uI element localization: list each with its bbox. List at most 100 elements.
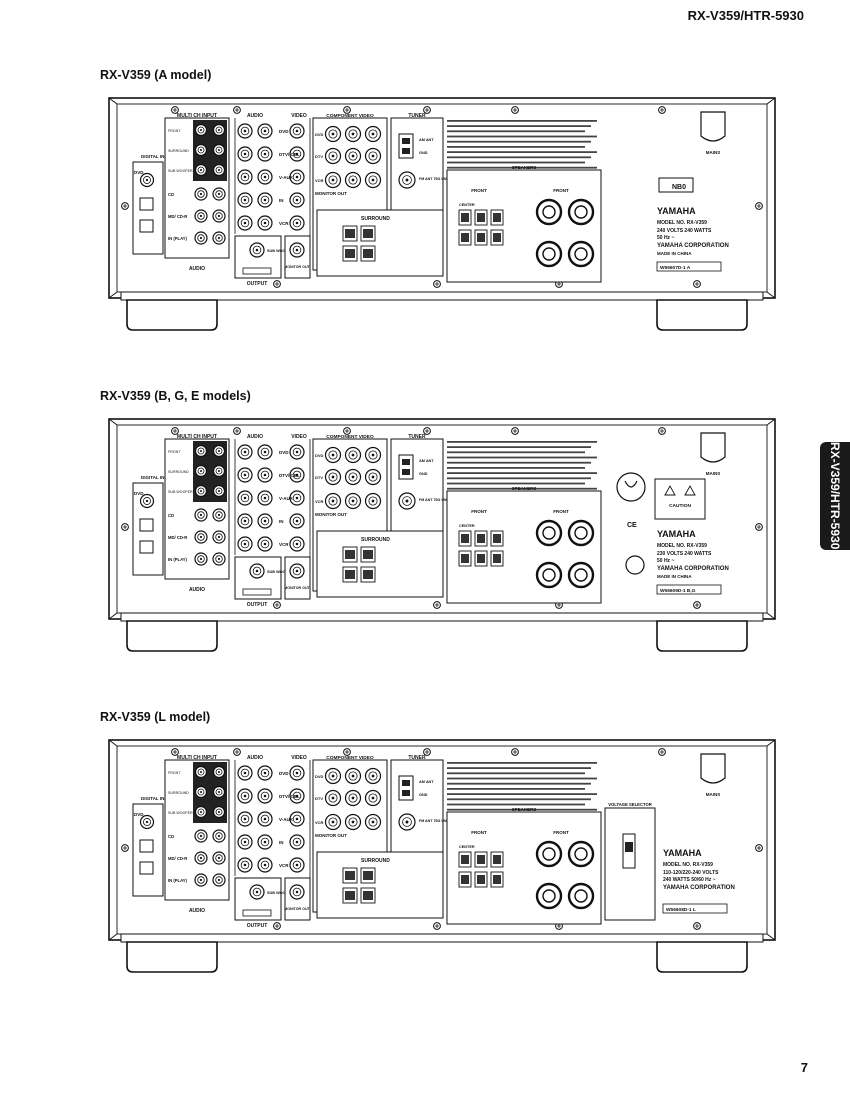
rca-jack-ring (292, 172, 302, 182)
rca-jack-ring (292, 149, 302, 159)
audio-row-label: CD (168, 192, 174, 197)
rca-jack-ring (215, 511, 223, 519)
rca-jack-pin (199, 192, 203, 196)
rca-jack-pin (371, 132, 375, 136)
caution-label (654, 478, 706, 520)
video-row-label: DTV/ CBL (279, 152, 300, 157)
screw-slot (123, 525, 127, 529)
rca-jack-pin (295, 496, 299, 500)
voltage-selector-label: VOLTAGE SELECTOR (608, 802, 652, 807)
screw-slot (435, 282, 439, 286)
rca-jack-pin (331, 820, 335, 824)
rca-jack-pin (295, 542, 299, 546)
fine-print-line (447, 467, 585, 469)
component-dvd-label: DVD (315, 774, 324, 779)
foot-right (656, 299, 748, 331)
frequency-text: 240 WATTS 50/60 Hz ~ (663, 877, 716, 883)
rca-jack-ring (260, 516, 270, 526)
section-title-bge: RX-V359 (B, G, E models) (100, 389, 251, 403)
rca-jack-ring (215, 234, 223, 242)
screw-slot (425, 108, 429, 112)
rca-jack-pin (263, 198, 267, 202)
rca-jack-ring (292, 539, 302, 549)
model-no-text: MODEL NO. RX-V359 (657, 543, 707, 549)
rca-jack-ring (328, 450, 338, 460)
front-a-label: FRONT (553, 509, 569, 514)
binding-post-core (542, 568, 556, 582)
rca-jack-ring (292, 493, 302, 503)
rca-jack-pin (351, 796, 355, 800)
rca-jack-ring (215, 788, 223, 796)
optical-jack (139, 861, 154, 875)
rca-jack-pin (295, 890, 299, 894)
surround-box (316, 851, 444, 919)
screw-slot (235, 750, 239, 754)
rca-jack-ring (215, 808, 223, 816)
rca-jack-ring (292, 768, 302, 778)
rca-jack-ring (240, 539, 250, 549)
digital-input-label: DIGITAL INPUT (141, 796, 174, 801)
ratings-text: 240 VOLTS 240 WATTS (657, 228, 712, 234)
rca-jack-pin (243, 198, 247, 202)
rca-jack-pin (331, 154, 335, 158)
audio-bottom-label: AUDIO (189, 587, 205, 593)
tuner-box (390, 117, 444, 211)
model-no-text: MODEL NO. RX-V359 (657, 220, 707, 226)
fine-print-line (447, 487, 597, 490)
speaker-terminal-clip (493, 534, 501, 543)
screw-slot (345, 429, 349, 433)
rca-jack-pin (217, 878, 221, 882)
rca-jack-pin (263, 840, 267, 844)
rca-jack-ring (197, 126, 205, 134)
binding-post-core (542, 205, 556, 219)
video-row-label: DVD (279, 450, 289, 455)
rca-jack-ring (197, 555, 205, 563)
rca-jack-ring (197, 832, 205, 840)
screw-slot (345, 108, 349, 112)
audio-bottom-label: AUDIO (189, 908, 205, 914)
speaker-terminal-clip (493, 875, 501, 884)
foot-right (656, 620, 748, 652)
rca-jack-ring (215, 832, 223, 840)
surround-label: SURROUND (361, 537, 390, 543)
rca-jack-ring (240, 218, 250, 228)
rca-jack-ring (240, 516, 250, 526)
fine-print-line (447, 451, 585, 454)
fine-print-line (447, 788, 585, 790)
rca-jack-pin (351, 178, 355, 182)
rca-jack-pin (405, 178, 409, 182)
optical-jack (139, 219, 154, 233)
rca-jack-pin (405, 499, 409, 503)
speaker-terminal-clip (461, 233, 469, 242)
rca-jack-pin (263, 817, 267, 821)
screw-slot (435, 924, 439, 928)
rca-jack-ring (260, 218, 270, 228)
fine-print-line (447, 135, 597, 138)
fine-print-line (447, 803, 585, 806)
rca-jack-ring (328, 817, 338, 827)
rca-jack-ring (402, 496, 412, 506)
rca-jack-pin (331, 453, 335, 457)
speaker-terminal-clip (461, 534, 469, 543)
optical-jack (139, 540, 154, 554)
audio-bottom-label: AUDIO (189, 266, 205, 272)
rca-jack-ring (260, 447, 270, 457)
tuner-label: TUNER (408, 755, 426, 761)
am-terminal-clip (402, 469, 410, 475)
rca-jack-ring (240, 447, 250, 457)
screw-slot (557, 603, 561, 607)
screw-slot (695, 603, 699, 607)
rca-jack-ring (197, 854, 205, 862)
audio-label: AUDIO (247, 113, 263, 119)
speaker-terminal-clip (493, 855, 501, 864)
rca-jack-ring (240, 172, 250, 182)
rca-jack-pin (200, 450, 202, 452)
rca-jack-ring (292, 470, 302, 480)
rca-jack-ring (348, 450, 358, 460)
rca-jack-pin (295, 863, 299, 867)
rca-jack-ring (252, 245, 262, 255)
output-label: OUTPUT (247, 923, 268, 929)
fine-print-line (447, 782, 591, 785)
rca-jack-ring (328, 151, 338, 161)
rca-jack-pin (263, 175, 267, 179)
